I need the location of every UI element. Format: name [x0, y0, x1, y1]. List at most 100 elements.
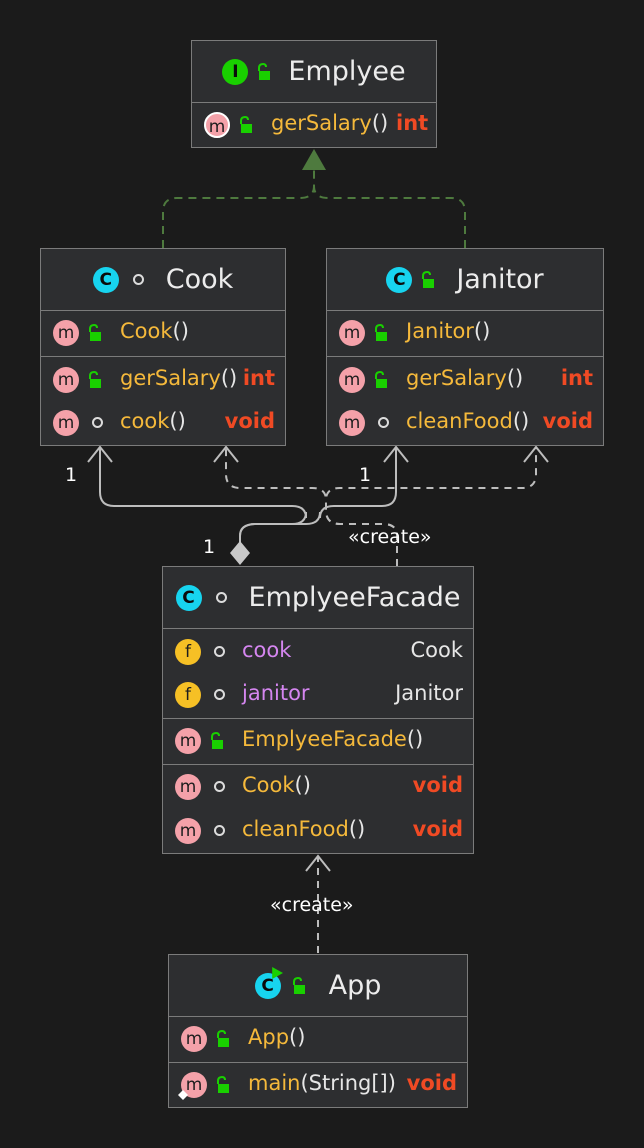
app-methods: m main(String[]) void [169, 1063, 467, 1109]
method-row[interactable]: m cleanFood() void [327, 401, 603, 445]
multiplicity-cook: 1 [65, 464, 78, 486]
public-lock-icon [258, 62, 271, 80]
aggregation-diamond [230, 541, 250, 565]
package-private-icon [214, 646, 225, 657]
method-name: cleanFood() [406, 409, 530, 433]
cook-header: C Cook [41, 249, 285, 311]
public-lock-icon [292, 976, 305, 994]
constructor-row[interactable]: m App() [169, 1017, 467, 1061]
class-icon: C [92, 266, 119, 293]
package-private-icon [215, 592, 227, 603]
public-lock-icon [422, 270, 435, 288]
emplyee-methods: m gerSalary() int [192, 103, 436, 149]
create-label-app: «create» [270, 894, 354, 916]
method-icon: m [175, 774, 201, 800]
class-icon: C [386, 266, 413, 293]
janitor-header: C Janitor [327, 249, 603, 311]
return-type: int [560, 366, 593, 390]
multiplicity-facade: 1 [203, 536, 216, 558]
method-row[interactable]: m cook() void [41, 401, 285, 445]
method-row[interactable]: m cleanFood() void [163, 809, 473, 853]
return-type: void [542, 409, 593, 433]
method-icon: m [53, 410, 79, 436]
public-lock-icon [217, 1076, 229, 1093]
field-icon: f [175, 639, 201, 665]
field-row[interactable]: f cook Cook [163, 629, 473, 673]
inheritance-arrows [162, 170, 466, 248]
field-type: Janitor [395, 681, 463, 705]
class-icon: C [175, 584, 202, 611]
app-header: C App [169, 955, 467, 1017]
runnable-class-icon: C [254, 966, 283, 999]
method-icon: m [204, 112, 230, 138]
facade-fields: f cook Cook f janitor Janitor [163, 629, 473, 719]
cook-constructors: m Cook() [41, 311, 285, 357]
inheritance-arrowhead [302, 149, 326, 170]
method-name: gerSalary() [406, 366, 524, 390]
method-row[interactable]: m gerSalary() int [192, 103, 436, 147]
field-name: cook [242, 638, 292, 662]
return-type: void [412, 817, 463, 841]
static-marker-icon [178, 1090, 188, 1100]
cook-title: Cook [165, 264, 234, 295]
package-private-icon [132, 274, 144, 285]
package-private-icon [92, 417, 103, 428]
method-row[interactable]: m gerSalary() int [41, 357, 285, 401]
method-name: gerSalary() [271, 111, 389, 135]
method-row[interactable]: m gerSalary() int [327, 357, 603, 401]
public-lock-icon [375, 324, 387, 341]
janitor-title: Janitor [456, 264, 544, 295]
method-name: App() [248, 1025, 306, 1049]
interface-icon: I [222, 58, 249, 85]
cook-class-box[interactable]: C Cook m Cook() m gerSalary() int m cook… [40, 248, 286, 446]
constructor-row[interactable]: m Cook() [41, 311, 285, 355]
facade-header: C EmplyeeFacade [163, 567, 473, 629]
method-icon: m [181, 1026, 207, 1052]
method-row[interactable]: m main(String[]) void [169, 1063, 467, 1107]
constructor-row[interactable]: m EmplyeeFacade() [163, 719, 473, 763]
multiplicity-janitor: 1 [359, 464, 372, 486]
app-constructors: m App() [169, 1017, 467, 1063]
return-type: void [412, 773, 463, 797]
field-type: Cook [410, 638, 463, 662]
janitor-methods: m gerSalary() int m cleanFood() void [327, 357, 603, 447]
public-lock-icon [89, 371, 101, 388]
class-icon: C [254, 972, 281, 999]
app-class-box[interactable]: C App m App() m [168, 954, 468, 1108]
janitor-class-box[interactable]: C Janitor m Janitor() m gerSalary() int [326, 248, 604, 446]
create-label-facade: «create» [348, 526, 432, 548]
public-lock-icon [211, 732, 223, 749]
facade-class-box[interactable]: C EmplyeeFacade f cook Cook f janitor Ja… [162, 566, 474, 854]
method-row[interactable]: m Cook() void [163, 765, 473, 809]
constructor-row[interactable]: m Janitor() [327, 311, 603, 355]
package-private-icon [214, 781, 225, 792]
method-name: Janitor() [406, 319, 491, 343]
method-icon: m [175, 818, 201, 844]
emplyee-title: Emplyee [288, 56, 406, 87]
public-lock-icon [240, 116, 252, 133]
field-row[interactable]: f janitor Janitor [163, 673, 473, 717]
field-name: janitor [242, 681, 310, 705]
emplyee-header: I Emplyee [192, 41, 436, 103]
run-marker-icon [271, 966, 283, 979]
package-private-icon [214, 689, 225, 700]
return-type: void [406, 1071, 457, 1095]
field-icon: f [175, 682, 201, 708]
return-type: void [224, 409, 275, 433]
method-name: EmplyeeFacade() [242, 727, 424, 751]
method-name: gerSalary() [120, 366, 238, 390]
method-name: cook() [120, 409, 186, 433]
emplyee-interface-box[interactable]: I Emplyee m gerSalary() int [191, 40, 437, 148]
package-private-icon [378, 417, 389, 428]
method-name: cleanFood() [242, 817, 366, 841]
method-name: main(String[]) [248, 1071, 396, 1095]
facade-methods: m Cook() void m cleanFood() void [163, 765, 473, 855]
cook-methods: m gerSalary() int m cook() void [41, 357, 285, 447]
method-icon: m [339, 367, 365, 393]
facade-constructors: m EmplyeeFacade() [163, 719, 473, 765]
method-name: Cook() [120, 319, 189, 343]
return-type: int [242, 366, 275, 390]
app-title: App [328, 970, 382, 1001]
method-icon: m [53, 320, 79, 346]
